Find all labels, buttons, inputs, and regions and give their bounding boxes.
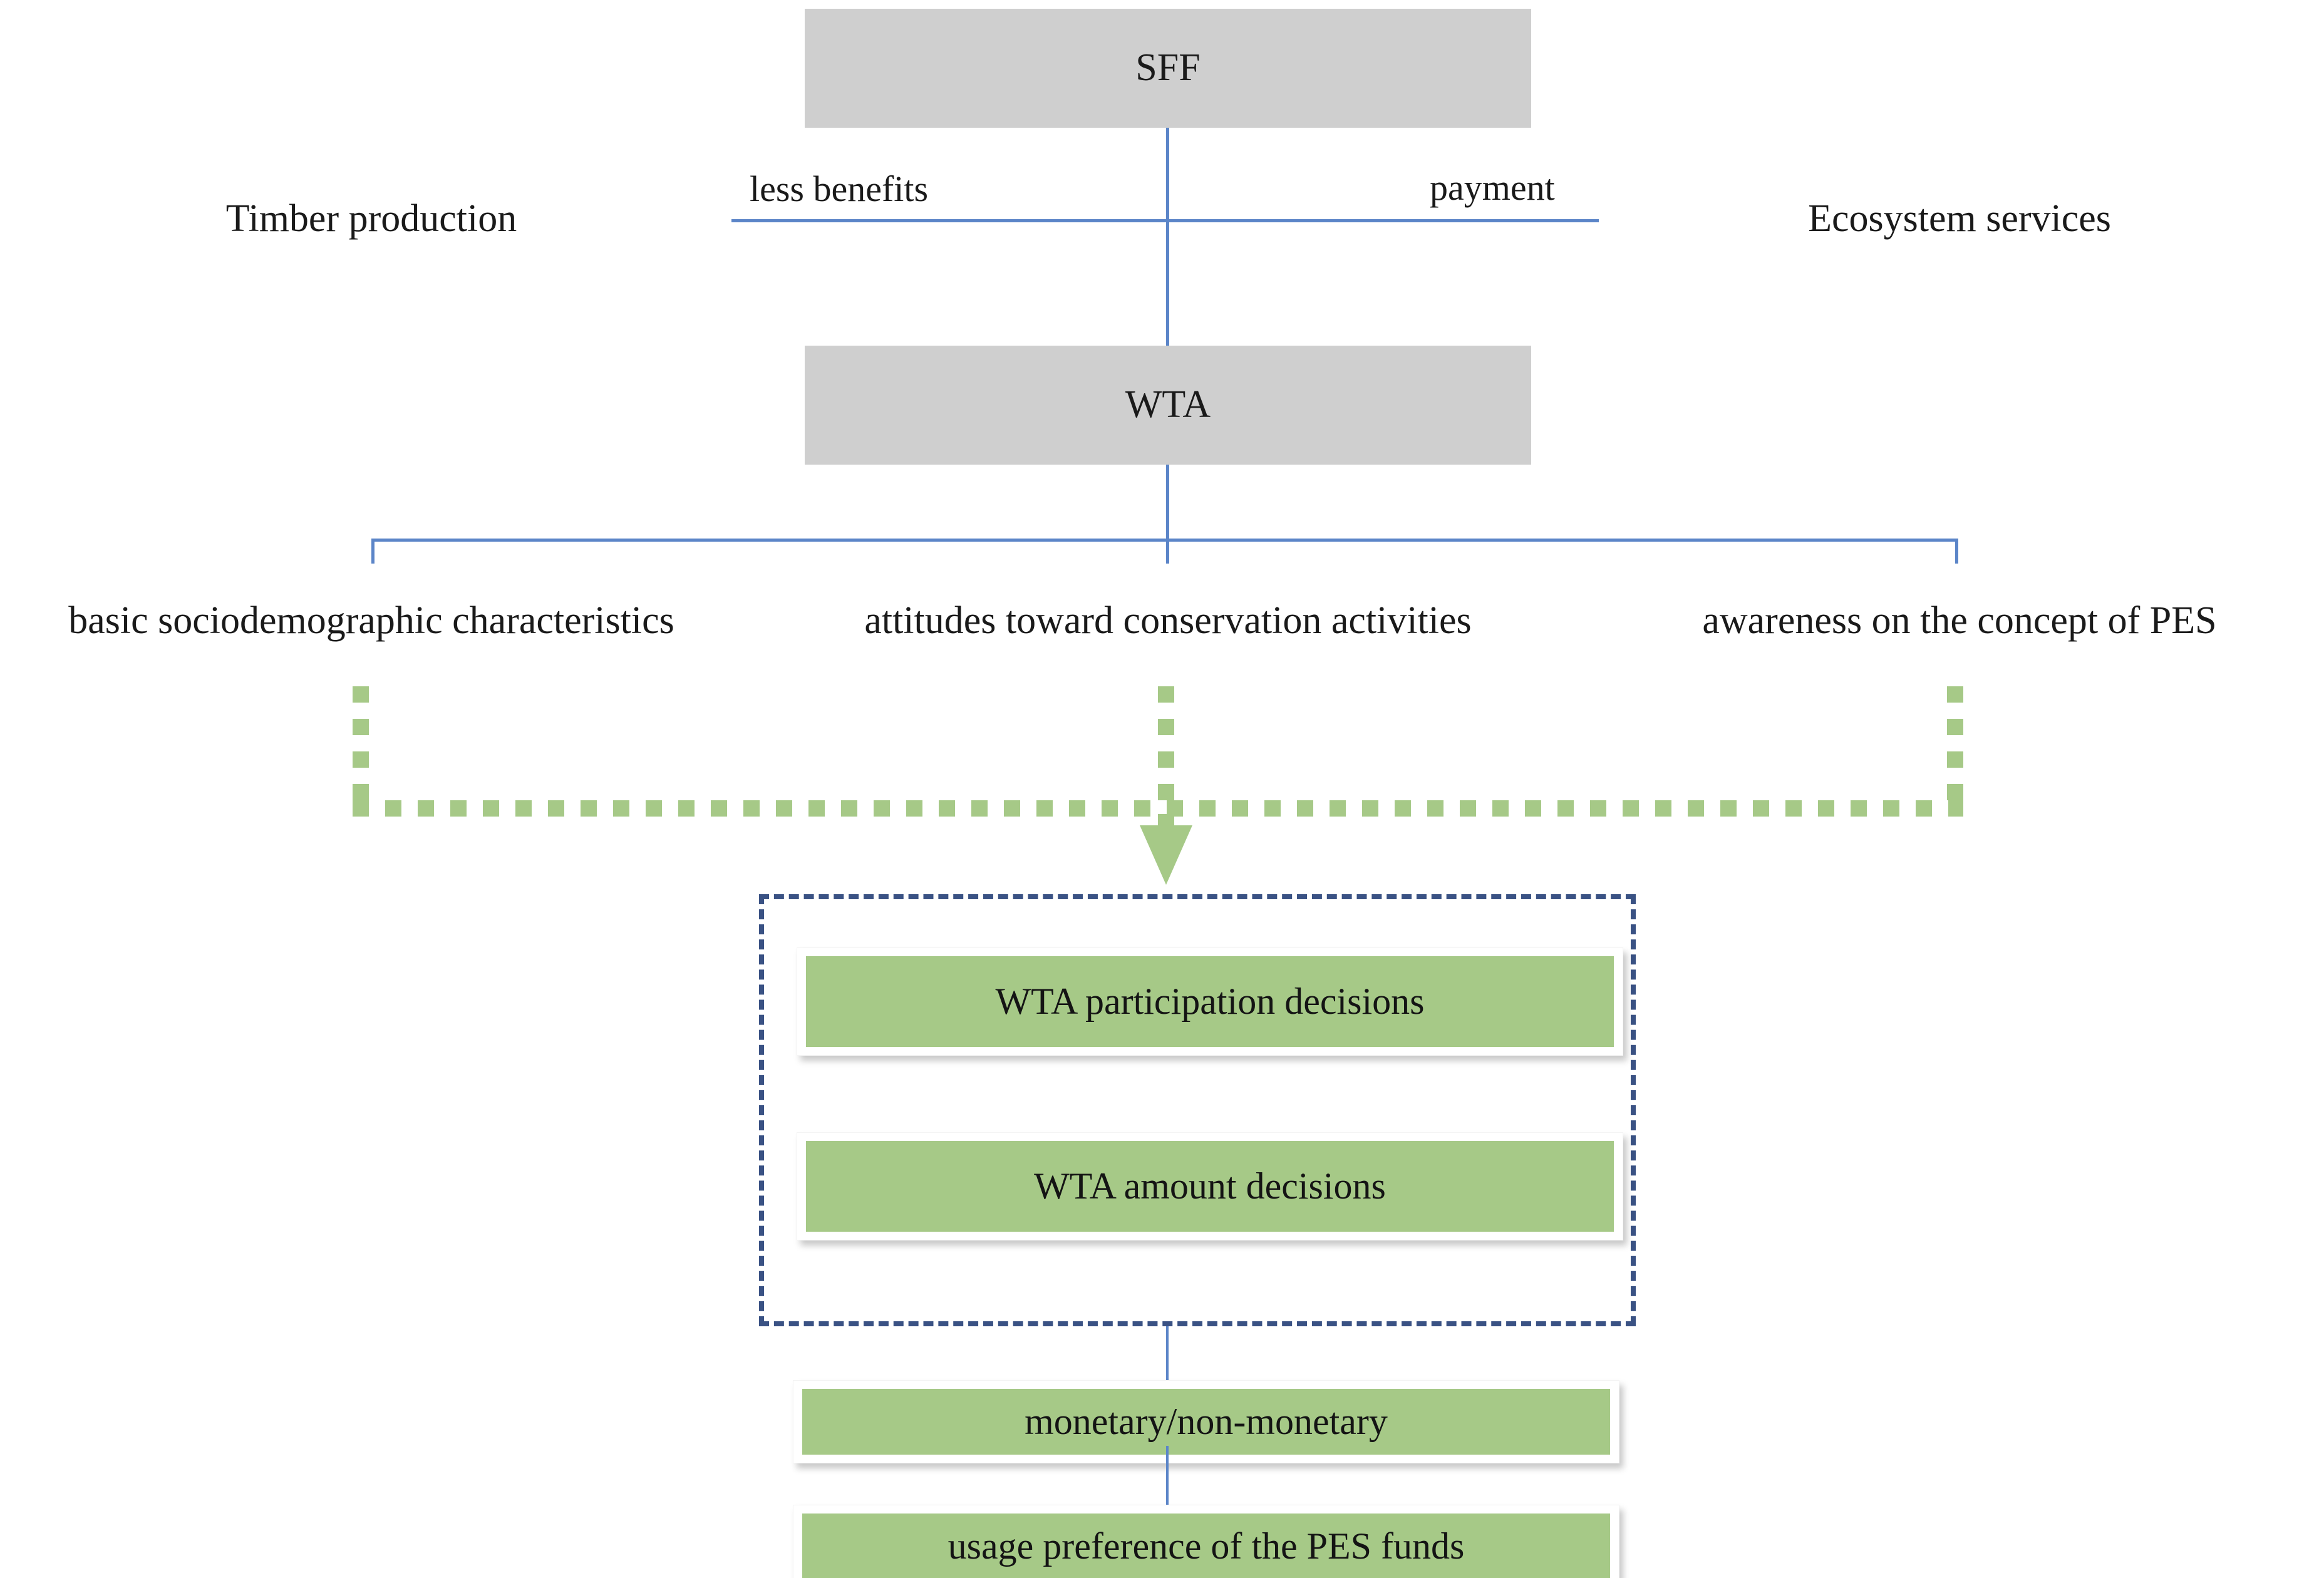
node-usage-preference-label: usage preference of the PES funds: [802, 1514, 1610, 1578]
node-wta-amount-decisions: WTA amount decisions: [797, 1132, 1623, 1240]
connector-wta-to-branchbar: [1166, 465, 1169, 541]
node-ecosystem-services-label: Ecosystem services: [1808, 197, 2111, 240]
connector-branch-bar: [371, 539, 1958, 542]
node-attitudes: attitudes toward conservation activities: [805, 564, 1531, 679]
green-dashed-drop-left: [353, 686, 369, 817]
green-dashed-drop-right: [1947, 686, 1963, 817]
node-awareness: awareness on the concept of PES: [1599, 564, 2320, 679]
node-monetary-non-monetary-label: monetary/non-monetary: [802, 1389, 1610, 1455]
node-sff-label: SFF: [1135, 46, 1201, 90]
connector-branch-drop-center: [1166, 539, 1169, 565]
connector-branch-drop-left: [371, 539, 374, 565]
node-wta-amount-decisions-label: WTA amount decisions: [806, 1141, 1614, 1232]
node-sff: SFF: [805, 9, 1531, 128]
connector-monetary-to-usage: [1166, 1446, 1169, 1515]
node-awareness-label: awareness on the concept of PES: [1702, 599, 2217, 642]
connector-timber-ecosystem: [731, 219, 1599, 222]
wta-decision-group-box: [759, 894, 1636, 1326]
connector-branch-drop-right: [1955, 539, 1958, 565]
green-dashed-collector-bar: [353, 800, 1963, 817]
green-dashed-drop-center: [1158, 686, 1174, 817]
node-sociodemographic-label: basic sociodemographic characteristics: [68, 599, 674, 642]
node-usage-preference: usage preference of the PES funds: [793, 1505, 1619, 1578]
node-monetary-non-monetary: monetary/non-monetary: [793, 1380, 1619, 1463]
node-wta-participation-decisions: WTA participation decisions: [797, 947, 1623, 1056]
node-timber-production: Timber production: [11, 162, 731, 277]
node-sociodemographic: basic sociodemographic characteristics: [11, 564, 731, 679]
connector-bar-to-wta: [1166, 219, 1169, 349]
connector-group-to-monetary: [1166, 1326, 1169, 1383]
edge-label-payment: payment: [1430, 167, 1555, 208]
node-ecosystem-services: Ecosystem services: [1599, 162, 2320, 277]
node-timber-production-label: Timber production: [225, 197, 517, 240]
edge-label-less-benefits: less benefits: [750, 168, 929, 209]
green-down-arrow-icon: [1140, 814, 1192, 895]
node-attitudes-label: attitudes toward conservation activities: [864, 599, 1472, 642]
node-wta-label: WTA: [1125, 383, 1211, 426]
node-wta-participation-decisions-label: WTA participation decisions: [806, 956, 1614, 1047]
node-wta: WTA: [805, 346, 1531, 465]
connector-sff-to-bar: [1166, 128, 1169, 220]
